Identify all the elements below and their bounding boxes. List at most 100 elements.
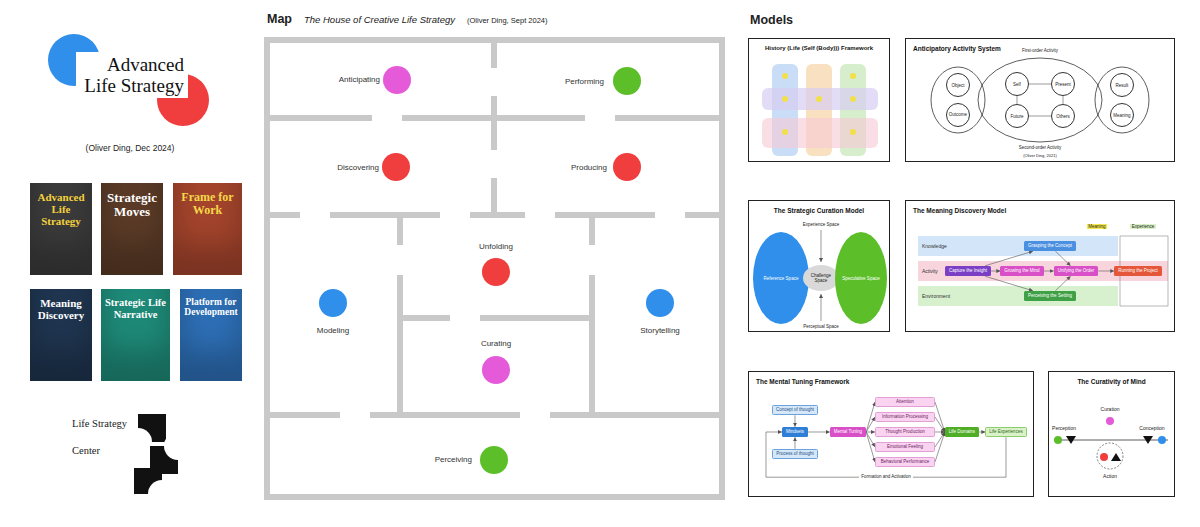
model-frame: The Strategic Curation ModelReference Sp… xyxy=(748,200,890,332)
room-name: Storytelling xyxy=(640,326,680,335)
date-note-text: (Oliver Ding, Dec 2024) xyxy=(86,143,175,153)
connector xyxy=(866,432,875,447)
space-name: Reference Space xyxy=(764,276,799,281)
connector xyxy=(1055,251,1070,266)
room-name: Unfolding xyxy=(479,242,513,251)
band-label: Environment xyxy=(922,293,950,299)
connector xyxy=(866,402,875,432)
room-label: Perceiving xyxy=(435,455,472,465)
space-label: Perceptual Space xyxy=(803,324,839,329)
activity-ellipses xyxy=(931,58,1149,142)
band-label: Knowledge xyxy=(922,243,947,249)
mind-label-text: Perception xyxy=(1052,425,1076,431)
concept-circle: Object xyxy=(946,73,970,97)
connector xyxy=(985,276,1033,291)
connector-label: Formation and Activation xyxy=(859,474,913,479)
room-name: Anticipating xyxy=(339,75,380,84)
space-label-text: Perceptual Space xyxy=(803,324,839,329)
process-box: Thought Production xyxy=(875,427,935,437)
column-tag: Meaning xyxy=(1087,224,1107,229)
process-box: Process of thought xyxy=(772,449,818,459)
connector xyxy=(935,402,945,432)
box-label: Life Domains xyxy=(949,429,975,434)
process-box: Behavioral Performance xyxy=(875,457,935,467)
box-label: Perceiving the Setting xyxy=(1028,293,1072,298)
connector xyxy=(1029,84,1051,85)
connector xyxy=(794,437,795,449)
room-label: Anticipating xyxy=(339,75,380,85)
space-blob: Speculative Space xyxy=(835,232,887,324)
book-title: Strategic Moves xyxy=(104,191,160,220)
column-tag: Experience xyxy=(1130,224,1156,229)
circle-label: Meaning xyxy=(1113,113,1130,118)
mind-label: Perception xyxy=(1052,425,1076,431)
model-frame: The Meaning Discovery ModelKnowledgeGras… xyxy=(905,200,1175,332)
room-name: Modeling xyxy=(317,326,349,335)
room-name: Discovering xyxy=(337,163,379,172)
book-title: Platform for Development xyxy=(183,297,239,318)
connector xyxy=(985,251,1033,266)
mind-label: Curation xyxy=(1101,406,1120,412)
process-box: Mindsets xyxy=(782,427,808,437)
connector xyxy=(866,417,875,432)
process-box: Information Processing xyxy=(875,412,935,422)
process-box: Mental Tuning xyxy=(830,427,866,437)
model-title: The Mental Tuning Framework xyxy=(749,372,1033,386)
process-box: Attention xyxy=(875,397,935,407)
floor-plan-walls xyxy=(267,40,722,497)
circle-label: Result xyxy=(1116,83,1129,88)
space-name: Challenge Space xyxy=(805,273,837,283)
meaning-bands xyxy=(918,236,1168,306)
connector xyxy=(866,431,875,432)
box-label: Grasping the Concept xyxy=(1028,243,1072,248)
connector xyxy=(1063,96,1064,104)
connector xyxy=(866,432,875,462)
box-label: Attention xyxy=(896,399,914,404)
concept-circle: Others xyxy=(1051,104,1075,128)
process-box: Life Experiences xyxy=(985,427,1026,437)
column-tag-text: Experience xyxy=(1130,224,1156,229)
process-box: Life Domains xyxy=(945,427,979,437)
book-cover: Meaning Discovery xyxy=(30,289,92,381)
book-cover: Strategic Moves xyxy=(101,183,163,275)
process-box: Growing the Mind xyxy=(1000,266,1043,276)
model-frame: History (Life (Self (Body))) Framework xyxy=(748,38,890,162)
concept-circle: Result xyxy=(1110,73,1134,97)
center-name-text: Life Strategy Center xyxy=(72,418,127,456)
space-blob: Reference Space xyxy=(753,232,809,324)
space-name: Speculative Space xyxy=(842,276,879,281)
connector xyxy=(1044,270,1054,271)
date-note: (Oliver Ding, Dec 2024) xyxy=(86,143,175,153)
space-label: Experience Space xyxy=(803,222,840,227)
box-label: Emotional Feeling xyxy=(887,444,923,449)
process-box: Unifying the Order xyxy=(1054,266,1099,276)
space-label-text: Experience Space xyxy=(803,222,840,227)
box-label: Information Processing xyxy=(882,414,928,419)
date-note: (Oliver Ding, 2021) xyxy=(1023,154,1057,159)
section-heading-text: Models xyxy=(750,13,793,27)
connector xyxy=(991,270,1000,271)
connector xyxy=(1017,96,1018,104)
process-box: Concept of thought xyxy=(772,405,818,415)
book-cover: Platform for Development xyxy=(180,289,242,381)
connector xyxy=(794,415,795,427)
connector xyxy=(1098,270,1114,271)
mind-label: Action xyxy=(1103,473,1117,479)
room-name: Curating xyxy=(481,339,511,348)
layer-band: ActivityCapture the InsightGrowing the M… xyxy=(918,261,1168,281)
model-title: History (Life (Self (Body))) Framework xyxy=(749,39,889,52)
map-heading: The House of Creative Life Strategy xyxy=(304,14,455,25)
connector-label-text: Formation and Activation xyxy=(859,474,913,479)
connector xyxy=(1055,276,1070,291)
floor-plan: MapThe House of Creative Life Strategy(O… xyxy=(264,8,726,500)
box-label: Process of thought xyxy=(776,451,814,456)
connector xyxy=(808,431,830,432)
connector xyxy=(935,431,945,432)
mind-label-text: Conception xyxy=(1139,425,1164,431)
center-name: Life Strategy Center xyxy=(72,410,134,464)
box-label: Thought Production xyxy=(885,429,924,434)
room-label: Storytelling xyxy=(640,326,680,336)
room-name: Producing xyxy=(571,163,607,172)
room-name: Performing xyxy=(565,77,604,86)
